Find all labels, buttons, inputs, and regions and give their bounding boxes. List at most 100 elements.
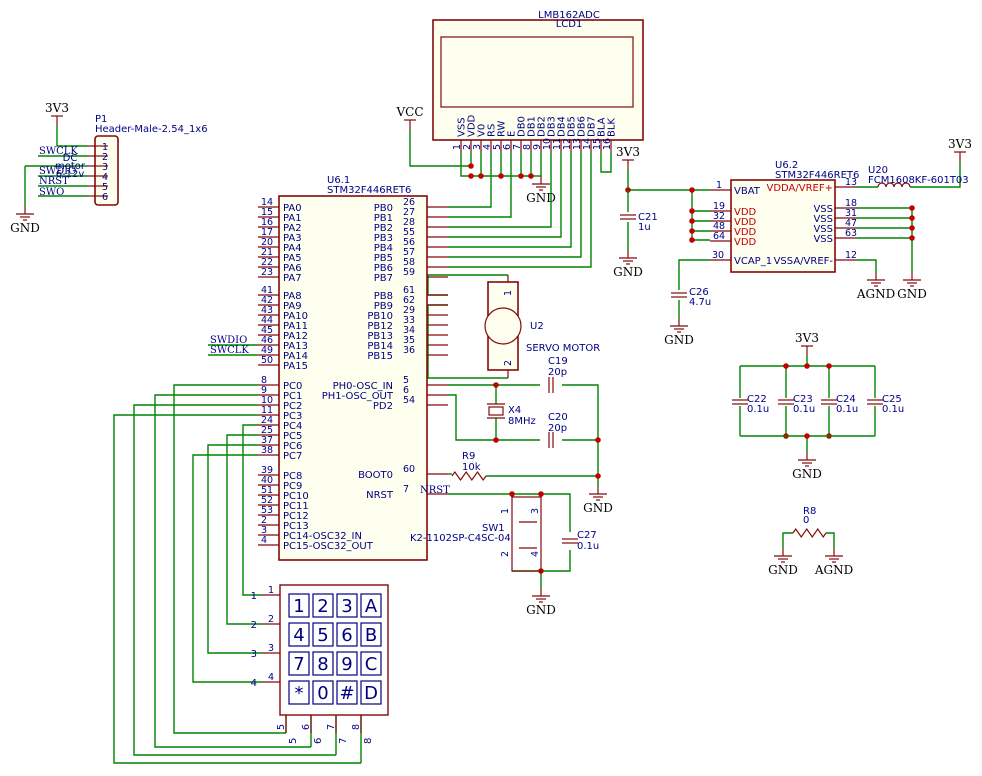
pin-number: 50 (261, 355, 273, 366)
keypad-key-label: 7 (293, 654, 304, 675)
mcu1-pa-low-name: PA0 (283, 203, 302, 214)
net-nrst: NRST (39, 176, 69, 187)
pin-number: 40 (261, 475, 273, 486)
c27-val: 0.1u (577, 541, 599, 552)
junction-dot (493, 382, 499, 388)
pin-number: 28 (403, 217, 415, 228)
keypad-row-label: 1 (251, 591, 257, 602)
mcu1-pb-high-name: PB10 (367, 311, 393, 322)
pin-number: 2 (261, 515, 267, 526)
c21-val: 1u (638, 222, 651, 233)
junction-dot (689, 237, 695, 243)
junction-dot (518, 173, 524, 179)
mcu1-pb-low-name: PB1 (374, 213, 393, 224)
net-swclk-mcu: SWCLK (210, 345, 249, 356)
pin-number: 14 (261, 197, 273, 208)
keypad-key-label: 8 (317, 654, 328, 675)
junction-dot (689, 187, 695, 193)
servo-pin1-num: 1 (503, 290, 514, 296)
wire (600, 152, 612, 173)
c27-ref: C27 (577, 530, 597, 541)
mcu1-pc-high-name: PC14-OSC32_IN (283, 531, 362, 542)
keypad-key (312, 622, 334, 647)
wires (24, 126, 961, 764)
crystal-val: 8MHz (508, 416, 536, 427)
mcu1-pa-low-name: PA3 (283, 233, 302, 244)
lcd-pin-name: DB4 (557, 116, 568, 137)
pin-number: 5 (403, 375, 409, 386)
mcu1-pc-low-name: PC1 (283, 391, 302, 402)
mcu1-ph-name: PH1-OSC_OUT (322, 391, 394, 402)
keypad-key-label: # (339, 683, 354, 704)
mcu2-vcap-name: VCAP_1 (734, 256, 772, 267)
lcd-gnd-label: GND (526, 191, 556, 205)
pin-number: 34 (403, 325, 415, 336)
c21-gnd-label: GND (613, 265, 643, 279)
lcd-pin-name: BLA (597, 117, 608, 137)
wire (856, 259, 877, 272)
c20-ref: C20 (548, 412, 568, 423)
lcd-pin-number: 6 (502, 144, 513, 150)
pin-number: 22 (261, 257, 273, 268)
pin-number: 59 (403, 267, 415, 278)
wire (113, 414, 361, 764)
wire (448, 152, 572, 248)
crystal-ref: X4 (508, 405, 521, 416)
keypad-row-label: 3 (251, 649, 257, 660)
header-body (94, 135, 119, 206)
mcu1-part: STM32F446RET6 (327, 185, 411, 196)
wire (448, 493, 571, 532)
pin-number: 37 (261, 435, 273, 446)
c26-val: 4.7u (689, 297, 711, 308)
switch-frame (511, 496, 542, 572)
lcd-pin-number: 7 (512, 144, 523, 150)
mcu1-pb-high-name: PB8 (374, 291, 393, 302)
switch-pin-num: 3 (530, 508, 541, 514)
keypad-key-label: 1 (293, 596, 304, 617)
pin-number: 57 (403, 247, 415, 258)
wire (691, 190, 710, 241)
wire (242, 424, 262, 596)
pin-number: 32 (713, 211, 725, 222)
pin-number: 11 (261, 405, 273, 416)
wire (627, 170, 710, 191)
sw-gnd-label: GND (526, 603, 556, 617)
vssa-agnd-label: AGND (856, 287, 895, 301)
mcu1-pb-high-name: PB15 (367, 351, 393, 362)
decap-ref: C23 (793, 394, 813, 405)
keypad-key (288, 593, 310, 618)
decap-gnd-label: GND (792, 467, 822, 481)
keypad-key-label: * (295, 683, 304, 704)
r8-body (792, 527, 827, 539)
mcu1-pc-high-name: PC10 (283, 491, 309, 502)
mcu1-pb-low-name: PB7 (374, 273, 393, 284)
pin-number: 53 (261, 505, 273, 516)
mcu1-pb-low-name: PB0 (374, 203, 393, 214)
header-pin-number: 2 (102, 152, 108, 163)
keypad-key (360, 593, 382, 618)
lcd-pin-name: DB3 (547, 116, 558, 137)
pin-number: 6 (403, 385, 409, 396)
pin-number: 54 (403, 395, 415, 406)
lcd-pin-number: 2 (462, 144, 473, 150)
lcd-screen (440, 36, 634, 108)
lcd-pin-number: 12 (562, 138, 573, 150)
mcu1-pa-high-name: PA9 (283, 301, 302, 312)
mcu2-vss-name: VSS (813, 234, 833, 245)
mcu2-part: STM32F446RET6 (775, 170, 859, 181)
decap-val: 0.1u (836, 404, 858, 415)
pin-number: 55 (403, 227, 415, 238)
mcu1-pa-high-name: PA8 (283, 291, 302, 302)
pin-number: 30 (712, 250, 724, 261)
lcd-pin-name: E (507, 131, 518, 137)
wire (154, 394, 311, 748)
junction-dot (595, 473, 601, 479)
mcu2-vss-name: VSS (813, 214, 833, 225)
pin-number: 8 (261, 375, 267, 386)
header-pin-number: 6 (102, 192, 108, 203)
lcd-pin-name: DB6 (577, 116, 588, 137)
lcd-pin-name: VDD (467, 114, 478, 137)
keypad-key (336, 651, 358, 676)
keypad-col-num: 6 (301, 724, 312, 730)
header-part: Header-Male-2.54_1x6 (95, 124, 208, 135)
